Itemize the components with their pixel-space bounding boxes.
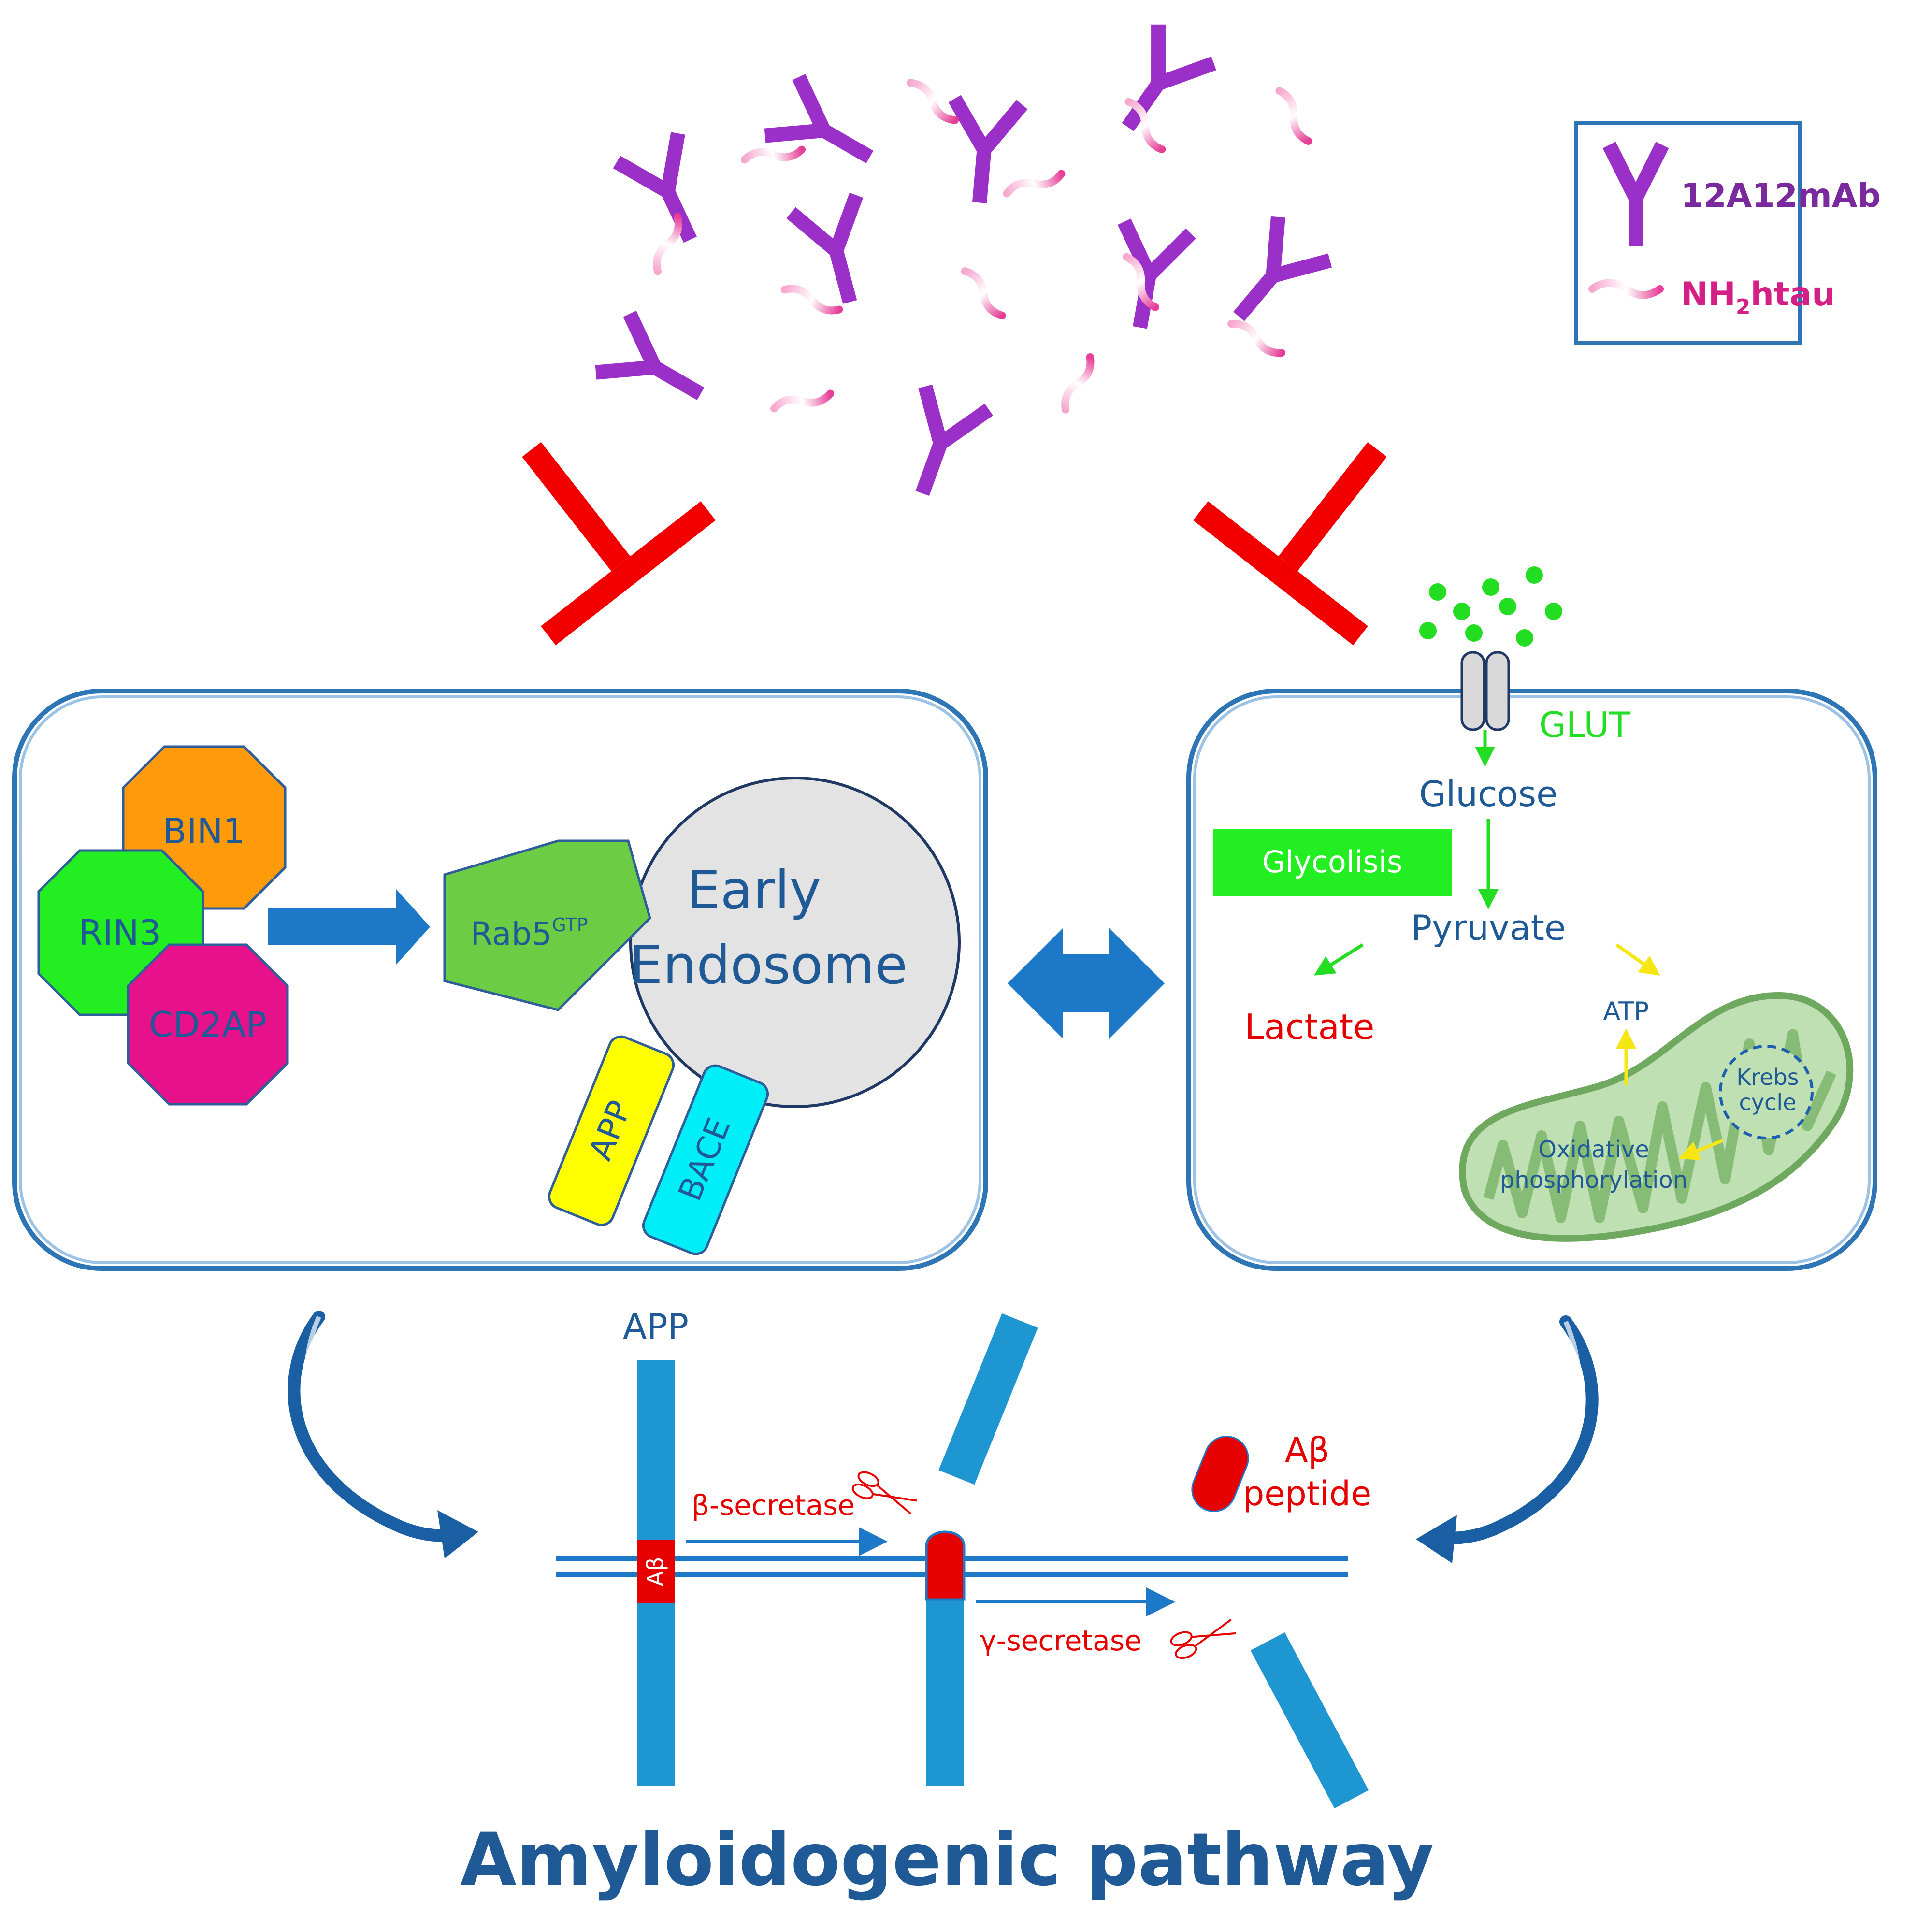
aicd-fragment — [1250, 1632, 1369, 1809]
oxphos-label-line2: phosphorylation — [1500, 1167, 1687, 1194]
right-panel: GLUT Glucose Glycolisis Pyruvate Lactate… — [1186, 566, 1877, 1271]
mitochondrion — [1459, 992, 1854, 1242]
krebs-label-line2: cycle — [1739, 1089, 1797, 1115]
lactate-label: Lactate — [1245, 1007, 1375, 1047]
pyruvate-to-lactate-arrow — [1314, 943, 1364, 976]
app-box: APP — [548, 1035, 675, 1226]
endosome-label-line1: Early — [687, 859, 821, 921]
endosome-label-line2: Endosome — [629, 934, 908, 996]
legend-antibody-label: 12A12mAb — [1681, 177, 1881, 215]
abeta-peptide — [1191, 1436, 1249, 1512]
app-c-terminal-fragment — [926, 1600, 964, 1786]
abeta-stub — [925, 1530, 966, 1601]
sapp-beta-fragment — [938, 1313, 1038, 1485]
antibody-icon — [948, 95, 1028, 203]
pyruvate-to-mito-arrow — [1615, 943, 1660, 976]
krebs-to-oxphos-arrow — [1678, 1139, 1724, 1161]
beta-secretase-label: β-secretase — [692, 1489, 855, 1522]
left-panel: Early Endosome BIN1 RIN3 CD2AP Rab5GTP A… — [12, 689, 988, 1271]
legend-tau-label: NH2htau — [1681, 275, 1835, 319]
antibody-icon — [1122, 24, 1216, 131]
tau-fragment-icon — [1124, 98, 1166, 154]
glycolisis-label: Glycolisis — [1262, 844, 1402, 879]
tau-fragment-icon — [653, 213, 682, 275]
rab5-pentagon — [443, 839, 651, 1011]
tau-legend-icon — [1588, 279, 1664, 299]
rab5-label: Rab5GTP — [471, 914, 588, 952]
tau-fragment-icon — [961, 267, 1006, 320]
legend: 12A12mAb NH2htau — [1574, 121, 1881, 345]
gamma-secretase-label: γ-secretase — [980, 1624, 1141, 1657]
amyloidogenic-pathway: APP Aβ β-secretase γ-secretase Aβ pep — [461, 1306, 1434, 1902]
legend-tau-main: NH — [1681, 275, 1736, 314]
legend-tau-sub: 2 — [1736, 295, 1751, 319]
antibody-icon — [595, 311, 705, 400]
tau-fragment-icon — [907, 79, 959, 124]
crosstalk-double-arrow — [1008, 928, 1165, 1039]
legend-tau-tail: htau — [1750, 275, 1835, 314]
pathway-title: Amyloidogenic pathway — [461, 1818, 1434, 1902]
antibody-icon — [1233, 216, 1332, 321]
rin3-label: RIN3 — [79, 912, 161, 953]
abeta-domain-label: Aβ — [642, 1557, 668, 1586]
antibody-icon — [1117, 218, 1196, 329]
tau-fragment-icon — [1061, 353, 1095, 414]
abeta-peptide-label-line1: Aβ — [1285, 1430, 1330, 1470]
rab5-superscript: GTP — [552, 914, 588, 936]
atp-label: ATP — [1603, 997, 1649, 1026]
glut-label: GLUT — [1539, 705, 1631, 745]
krebs-cycle-ring — [1719, 1045, 1814, 1139]
curved-arrow-right — [1416, 1315, 1599, 1563]
antibody-icon — [915, 384, 993, 496]
bace-box: BACE — [642, 1064, 769, 1255]
inhibition-symbol-right — [1193, 442, 1387, 646]
rab5-main: Rab5 — [471, 915, 552, 952]
krebs-label-line1: Krebs — [1736, 1064, 1799, 1090]
tau-fragment-cluster — [653, 79, 1312, 414]
inhibition-symbol-left — [522, 442, 716, 646]
tau-fragment-icon — [780, 285, 843, 315]
abeta-domain — [637, 1540, 675, 1603]
abeta-peptide-label-line2: peptide — [1243, 1474, 1371, 1514]
antibody-icon — [613, 132, 697, 243]
glucose-molecules — [1419, 566, 1562, 647]
scissors-icon — [851, 1471, 917, 1515]
curved-arrow-left — [288, 1311, 478, 1558]
bin1-label: BIN1 — [163, 811, 245, 851]
tau-fragment-icon — [1122, 253, 1159, 311]
antibody-icon — [786, 192, 864, 304]
tau-fragment-icon — [770, 389, 834, 413]
oxphos-label-line1: Oxidative — [1538, 1136, 1649, 1163]
tau-fragment-icon — [1227, 319, 1285, 357]
cd2ap-octagon — [127, 943, 289, 1106]
pyruvate-label: Pyruvate — [1411, 908, 1566, 948]
early-endosome — [629, 777, 961, 1108]
tau-fragment-icon — [740, 145, 806, 164]
tau-fragment-icon — [1275, 87, 1312, 145]
app-label: APP — [623, 1306, 689, 1347]
antibody-cluster — [595, 24, 1332, 496]
glut-transporter — [1460, 651, 1510, 731]
glucose-label: Glucose — [1419, 774, 1558, 814]
tau-fragment-icon — [1003, 170, 1066, 198]
recruitment-arrow — [268, 889, 430, 965]
antibody-icon — [764, 74, 874, 163]
cd2ap-label: CD2AP — [149, 1004, 267, 1045]
glycolisis-box — [1213, 829, 1452, 896]
scissors-icon — [1170, 1619, 1236, 1659]
antibody-legend-icon — [1602, 142, 1669, 246]
